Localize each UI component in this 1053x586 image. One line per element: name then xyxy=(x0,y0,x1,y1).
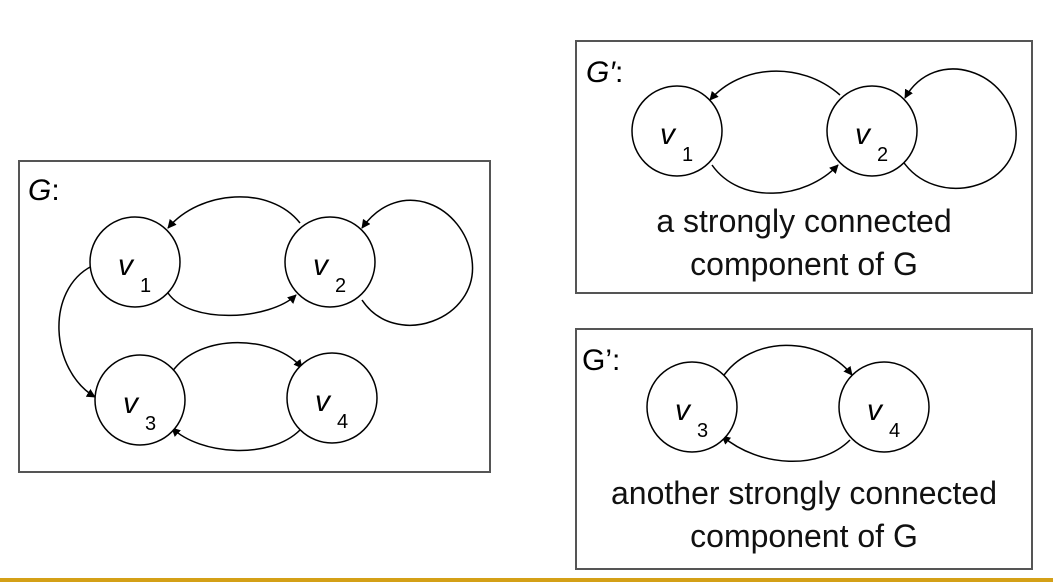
node-g-v2-letter: v xyxy=(313,249,330,282)
node-gp2-v3: v 3 xyxy=(646,361,738,453)
edge-gp2-v4-v3 xyxy=(721,435,851,463)
node-gp1-v1-sub: 1 xyxy=(682,144,693,166)
bottom-accent-rule xyxy=(0,578,1053,582)
node-g-v2: v 2 xyxy=(284,216,376,308)
node-gp1-v1-letter: v xyxy=(660,118,677,151)
node-g-v1-sub: 1 xyxy=(140,275,151,297)
node-gp2-v4: v 4 xyxy=(838,361,930,453)
edge-g-v2-v1 xyxy=(167,196,301,229)
graph-gprime-1-caption: a strongly connected component of G xyxy=(575,200,1033,286)
edge-g-v2-self xyxy=(361,199,474,326)
graph-gprime-2-title: G’: xyxy=(582,344,621,377)
node-gp1-v2: v 2 xyxy=(826,85,918,177)
node-gp2-v4-letter: v xyxy=(867,394,884,427)
node-gp2-v3-sub: 3 xyxy=(697,420,708,442)
edge-g-v1-v3 xyxy=(58,265,96,398)
graph-gprime-2-caption-line1: another strongly connected xyxy=(610,475,998,511)
node-g-v1: v 1 xyxy=(89,216,181,308)
node-gp1-v2-letter: v xyxy=(855,118,872,151)
node-g-v1-letter: v xyxy=(118,249,135,282)
graph-gprime-1-caption-line2: component of G xyxy=(690,246,918,282)
edge-gp1-v2-v1 xyxy=(709,70,841,101)
edge-gp1-v1-v2 xyxy=(711,164,839,194)
edge-gp1-v2-self xyxy=(901,68,1017,190)
node-g-v4-sub: 4 xyxy=(337,411,348,433)
node-g-v4-letter: v xyxy=(315,385,332,418)
node-gp1-v1: v 1 xyxy=(631,85,723,177)
graph-gprime-1-title-colon: : xyxy=(614,56,624,89)
graph-g-title-colon: : xyxy=(51,174,60,207)
graph-gprime-1-title: G′: xyxy=(586,58,623,88)
graph-gprime-2-caption: another strongly connected component of … xyxy=(575,472,1033,558)
node-g-v3: v 3 xyxy=(94,354,186,446)
graph-g-panel xyxy=(18,160,491,473)
node-g-v3-sub: 3 xyxy=(145,413,156,435)
node-g-v4: v 4 xyxy=(286,352,378,444)
edge-g-v1-v2 xyxy=(167,292,297,317)
graph-g-title-letter: G xyxy=(28,174,52,207)
graph-gprime-2-caption-line2: component of G xyxy=(690,518,918,554)
node-gp1-v2-sub: 2 xyxy=(877,144,888,166)
edge-g-v3-v4 xyxy=(171,342,303,373)
node-gp2-v3-letter: v xyxy=(675,394,692,427)
edge-g-v4-v3 xyxy=(171,427,301,452)
graph-gprime-2-panel xyxy=(575,328,1033,570)
graph-g-title: G: xyxy=(28,176,60,206)
node-g-v2-sub: 2 xyxy=(335,275,346,297)
edge-gp2-v3-v4 xyxy=(721,344,853,379)
graph-gprime-1-title-letter: G′ xyxy=(586,56,615,89)
node-g-v3-letter: v xyxy=(123,387,140,420)
graph-gprime-1-caption-line1: a strongly connected xyxy=(656,203,952,239)
node-gp2-v4-sub: 4 xyxy=(889,420,900,442)
